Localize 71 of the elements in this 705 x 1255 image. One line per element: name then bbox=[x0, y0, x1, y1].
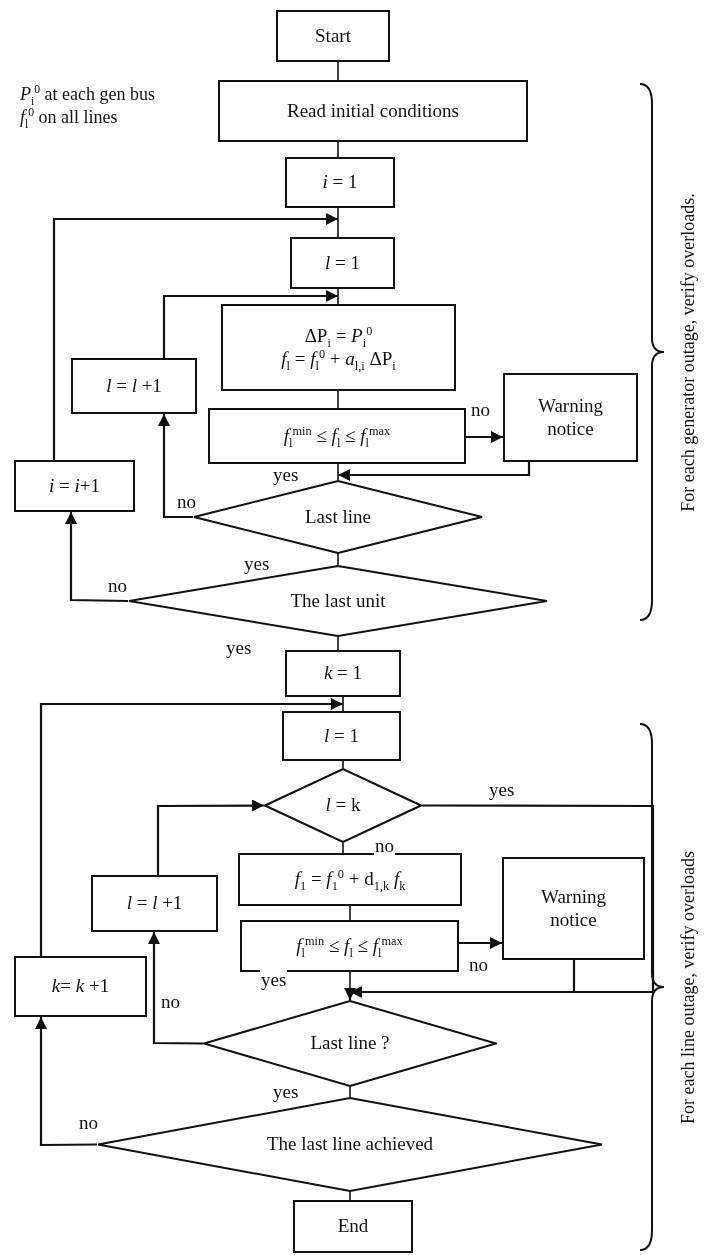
connector-line bbox=[342, 696, 344, 712]
process-text: l = l +1 bbox=[126, 892, 183, 915]
process-box bbox=[14, 460, 135, 512]
process-box bbox=[276, 10, 390, 62]
arrow bbox=[156, 799, 264, 875]
process-box bbox=[91, 875, 218, 932]
process-text: l = 1 bbox=[325, 251, 360, 275]
connector-line bbox=[337, 141, 339, 158]
process-text: f$_{l}$ = f$_{l}$$^{0}$ + a$_{l,i}$ ΔP$_{i}$ bbox=[281, 347, 396, 371]
process-box bbox=[502, 857, 645, 960]
decision-text: Last line ? bbox=[310, 1032, 390, 1055]
process-box bbox=[503, 373, 638, 462]
arrow bbox=[148, 932, 203, 1045]
annotation-text: P$_{i}$$^{0}$ at each gen bus bbox=[20, 83, 156, 106]
process-text: End bbox=[337, 1215, 369, 1238]
arrow bbox=[39, 698, 343, 956]
process-box bbox=[282, 711, 401, 761]
process-text: i = 1 bbox=[322, 171, 358, 194]
process-text: Warning notice bbox=[540, 885, 607, 932]
connector-line bbox=[337, 61, 339, 81]
process-text: f$_{1}$ = f$_{1}$$^{0}$ + d$_{1,k}$ f$_{k}$ bbox=[294, 868, 406, 891]
decision-text: Last line bbox=[305, 505, 371, 529]
connector-line bbox=[337, 288, 339, 305]
connector-line bbox=[337, 636, 339, 651]
arrow bbox=[459, 937, 502, 949]
decision-diamond bbox=[264, 768, 422, 843]
process-text: Warning notice bbox=[537, 394, 604, 441]
process-box bbox=[290, 237, 395, 289]
process-text: l = 1 bbox=[324, 724, 359, 748]
process-box bbox=[293, 1200, 413, 1253]
connector-line bbox=[337, 553, 339, 566]
connector-line bbox=[337, 207, 339, 238]
arrow bbox=[350, 804, 655, 998]
process-text: k= k +1 bbox=[51, 975, 110, 998]
arrow bbox=[65, 512, 128, 603]
decision-text: The last line achieved bbox=[266, 1133, 434, 1156]
process-text: Read initial conditions bbox=[287, 99, 459, 123]
connector-line bbox=[337, 390, 339, 409]
process-box bbox=[240, 920, 459, 972]
process-box bbox=[238, 853, 462, 906]
annotation-text: f$_{l}$$^{0}$ on all lines bbox=[20, 105, 118, 128]
process-box bbox=[14, 956, 147, 1017]
arrow bbox=[162, 290, 338, 358]
decision-text: l = k bbox=[325, 794, 361, 817]
process-box bbox=[71, 358, 197, 414]
process-text: l = l +1 bbox=[106, 374, 162, 398]
side-note: For each line outage, verify overloads bbox=[677, 850, 699, 1124]
process-box bbox=[218, 80, 528, 142]
process-box bbox=[208, 408, 466, 464]
connector-line bbox=[342, 842, 344, 854]
side-note: For each generator outage, verify overloads. bbox=[677, 192, 699, 512]
process-box bbox=[221, 304, 456, 391]
decision-text: The last unit bbox=[290, 589, 386, 613]
process-text: Start bbox=[315, 24, 351, 48]
arrow bbox=[466, 431, 503, 443]
decision-diamond bbox=[203, 1000, 497, 1087]
arrow bbox=[344, 960, 576, 1000]
arrow bbox=[338, 462, 531, 481]
arrow bbox=[52, 213, 338, 460]
process-text: i = i+1 bbox=[49, 474, 100, 498]
arrow bbox=[35, 1017, 97, 1147]
connector-line bbox=[349, 1191, 351, 1201]
edge-label: yes bbox=[260, 970, 288, 991]
connector-line bbox=[349, 905, 351, 921]
process-box bbox=[285, 650, 401, 697]
process-box bbox=[285, 157, 395, 208]
process-text: k = 1 bbox=[323, 662, 363, 685]
arrow bbox=[158, 414, 193, 519]
connector-line bbox=[349, 1086, 351, 1098]
connector-line bbox=[342, 760, 344, 769]
connector-line bbox=[337, 463, 339, 481]
